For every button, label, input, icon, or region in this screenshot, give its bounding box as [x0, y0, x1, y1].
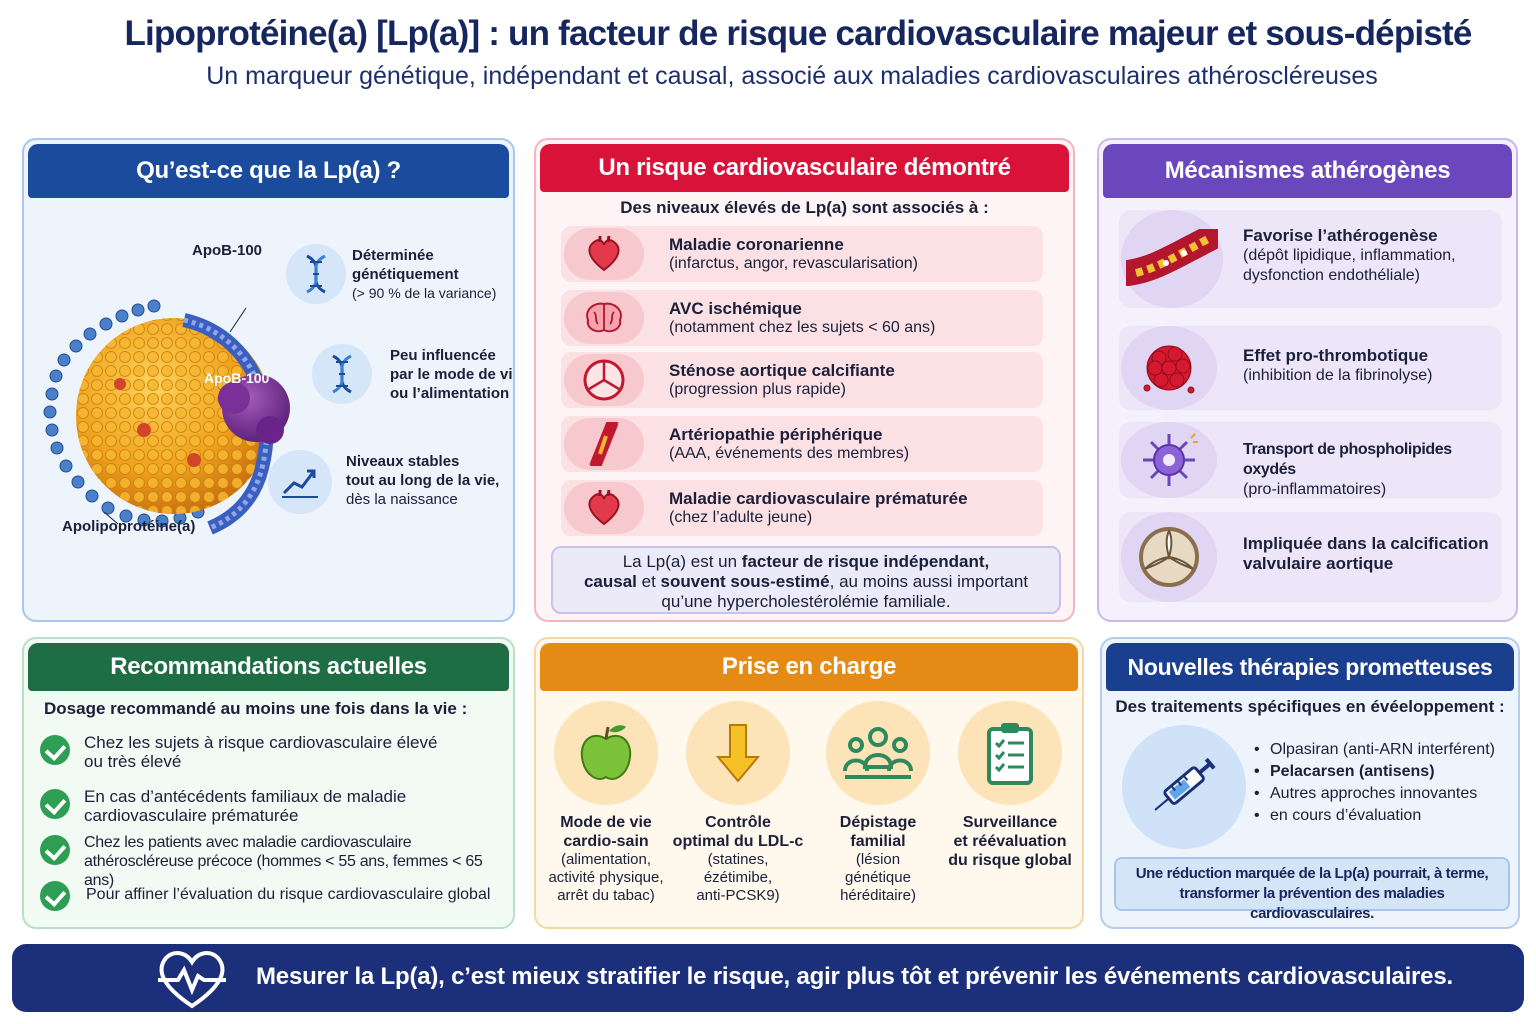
recommendations-panel: Recommandations actuelles Dosage recomma…: [22, 637, 515, 929]
new-therapies-title: Nouvelles thérapies prometteuses: [1106, 643, 1514, 691]
artery-icon: [564, 418, 644, 470]
check-icon: [40, 881, 70, 911]
artery-plaque-icon: [1121, 210, 1223, 308]
down-arrow-icon: [686, 701, 790, 805]
page-title: Lipoprotéine(a) [Lp(a)] : un facteur de …: [124, 14, 1472, 53]
syringe-icon: [1122, 725, 1246, 849]
check-icon: [40, 789, 70, 819]
apob-center-label: ApoB-100: [204, 370, 270, 386]
risk-summary-note: La Lp(a) est un facteur de risque indépe…: [551, 546, 1061, 614]
apolipoprotein-a-label: Apolipoprotéine(a): [62, 518, 196, 535]
mechanisms-title: Mécanismes athérogènes: [1103, 144, 1512, 198]
therapies-list: Olpasiran (anti-ARN interférent) Pelacar…: [1254, 739, 1495, 827]
footer-banner: Mesurer la Lp(a), c’est mieux stratifier…: [12, 944, 1524, 1012]
aortic-valve-icon: [564, 354, 644, 406]
check-icon: [40, 835, 70, 865]
trend-chart-icon: [268, 450, 332, 514]
therapy-item-continued: en cours d’évaluation: [1254, 805, 1495, 827]
mechanism-valve-calcification: Impliquée dans la calcification valvulai…: [1119, 512, 1502, 602]
feature-genetic: Déterminée génétiquement (> 90 % de la v…: [286, 244, 513, 324]
checklist-icon: [958, 701, 1062, 805]
thrombus-icon: [1121, 326, 1217, 410]
risk-panel: Un risque cardiovasculaire démontré Des …: [534, 138, 1075, 622]
heart-icon: [564, 228, 644, 280]
recommendations-intro: Dosage recommandé au moins une fois dans…: [44, 699, 468, 718]
feature-lifestyle: Peu influencée par le mode de vie ou l’a…: [286, 344, 515, 424]
therapy-item: Olpasiran (anti-ARN interférent): [1254, 739, 1495, 761]
feature-stable-levels: Niveaux stables tout au long de la vie, …: [268, 450, 508, 530]
family-icon: [826, 701, 930, 805]
heart-pulse-icon: [158, 951, 226, 1009]
risk-item-peripheral-artery: Artériopathie périphérique (AAA, événeme…: [561, 416, 1043, 472]
risk-intro: Des niveaux élevés de Lp(a) sont associé…: [620, 198, 989, 217]
new-therapies-panel: Nouvelles thérapies prometteuses Des tra…: [1100, 637, 1520, 929]
footer-message: Mesurer la Lp(a), c’est mieux stratifier…: [256, 963, 1453, 990]
mechanism-atherogenesis: Favorise l’athérogenèse (dépôt lipidique…: [1119, 210, 1502, 308]
check-icon: [40, 735, 70, 765]
risk-item-coronary: Maladie coronarienne (infarctus, angor, …: [561, 226, 1043, 282]
therapies-intro: Des traitements spécifiques en évéeloppe…: [1115, 697, 1505, 716]
dna-icon: [286, 244, 346, 304]
virus-particle-icon: [1121, 422, 1217, 498]
lpa-particle-illustration: [43, 299, 290, 535]
header: Lipoprotéine(a) [Lp(a)] : un facteur de …: [0, 14, 1536, 91]
feature-genetic-text: Déterminée génétiquement (> 90 % de la v…: [352, 247, 497, 301]
therapies-note: Une réduction marquée de la Lp(a) pourra…: [1114, 857, 1510, 922]
apob-top-label: ApoB-100: [192, 242, 263, 259]
recommendations-title: Recommandations actuelles: [28, 643, 509, 691]
brain-icon: [564, 292, 644, 344]
therapy-item: Autres approches innovantes: [1254, 783, 1495, 805]
what-is-lpa-title: Qu’est-ce que la Lp(a) ?: [28, 144, 509, 198]
feature-stable-levels-text: Niveaux stables tout au long de la vie, …: [346, 453, 500, 508]
mechanism-oxidized-phospholipids: Transport de phospholipides oxydés (pro-…: [1119, 422, 1502, 498]
mechanism-prothrombotic: Effet pro-thrombotique (inhibition de la…: [1119, 326, 1502, 410]
risk-item-premature-cvd: Maladie cardiovasculaire prématurée (che…: [561, 480, 1043, 536]
management-title: Prise en charge: [540, 643, 1078, 691]
apple-icon: [554, 701, 658, 805]
risk-item-stroke: AVC ischémique (notamment chez les sujet…: [561, 290, 1043, 346]
valve-icon: [1121, 512, 1217, 602]
what-is-lpa-panel: Qu’est-ce que la Lp(a) ?: [22, 138, 515, 622]
risk-panel-title: Un risque cardiovasculaire démontré: [540, 144, 1069, 192]
heart-icon: [564, 482, 644, 534]
risk-item-aortic-stenosis: Sténose aortique calcifiante (progressio…: [561, 352, 1043, 408]
page-subtitle: Un marqueur génétique, indépendant et ca…: [206, 62, 1378, 90]
mechanisms-panel: Mécanismes athérogènes Favorise l’athéro…: [1097, 138, 1518, 622]
feature-lifestyle-text: Peu influencée par le mode de vie ou l’a…: [390, 347, 515, 402]
therapy-item: Pelacarsen (antisens): [1254, 761, 1495, 783]
dna-icon: [312, 344, 372, 404]
